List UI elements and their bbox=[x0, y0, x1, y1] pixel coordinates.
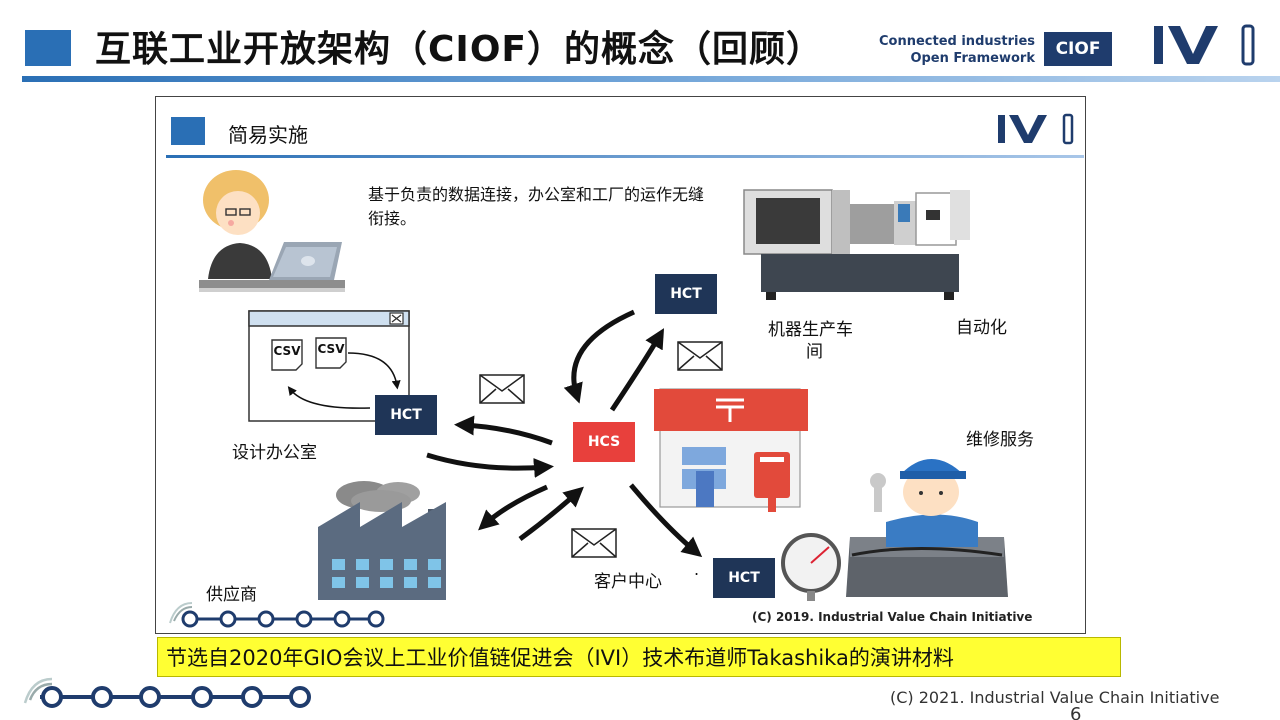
design-office-window bbox=[248, 310, 410, 422]
maintenance-worker-illustration bbox=[846, 459, 1008, 597]
envelope-icon bbox=[677, 341, 723, 371]
label-factory-line-2: 间 bbox=[806, 342, 823, 362]
footer-copyright: (C) 2021. Industrial Value Chain Initiat… bbox=[890, 688, 1220, 707]
label-design-office: 设计办公室 bbox=[232, 443, 317, 463]
ciof-line-2: Open Framework bbox=[910, 51, 1035, 66]
post-office-illustration bbox=[654, 388, 808, 512]
title-marker bbox=[25, 30, 71, 66]
header-divider bbox=[22, 76, 1280, 82]
page-title: 互联工业开放架构（CIOF）的概念（回顾） bbox=[95, 29, 824, 70]
office-worker-illustration bbox=[199, 170, 345, 292]
hcs-node-hub: HCS bbox=[573, 422, 635, 462]
data-flow-arrows bbox=[426, 309, 703, 558]
csv-file-2: CSV bbox=[318, 342, 346, 356]
chain-logo-icon bbox=[23, 677, 311, 708]
label-supplier: 供应商 bbox=[206, 585, 257, 605]
supplier-factory-illustration bbox=[318, 481, 446, 600]
slide-divider bbox=[166, 155, 1084, 158]
ciof-badge: CIOF bbox=[1044, 32, 1112, 66]
hct-node-customer-center: HCT bbox=[713, 558, 775, 598]
slide-copyright: (C) 2019. Industrial Value Chain Initiat… bbox=[752, 610, 1033, 624]
envelope-icon bbox=[571, 528, 617, 558]
slide-title: 简易实施 bbox=[228, 123, 308, 147]
source-caption: 节选自2020年GIO会议上工业价值链促进会（IVI）技术布道师Takashik… bbox=[157, 637, 1121, 677]
csv-file-1: CSV bbox=[274, 344, 302, 358]
production-machine-illustration bbox=[743, 189, 970, 300]
label-customer-center: 客户中心 bbox=[594, 572, 662, 592]
ciof-diagram: CSV CSV bbox=[199, 170, 1008, 601]
label-maintenance: 维修服务 bbox=[966, 430, 1034, 450]
label-automation: 自动化 bbox=[956, 318, 1007, 338]
slide-chain-logo-icon bbox=[169, 602, 385, 628]
envelope-icon bbox=[479, 374, 525, 404]
ciof-wordmark: Connected industries Open Framework bbox=[879, 33, 1035, 67]
page-number: 6 bbox=[1070, 704, 1082, 720]
slide-description: 基于负责的数据连接，办公室和工厂的运作无缝衔接。 bbox=[368, 185, 705, 228]
slide-ivi-logo-icon bbox=[998, 113, 1074, 145]
label-factory-line-1: 机器生产车 bbox=[768, 320, 853, 340]
pressure-gauge-illustration bbox=[781, 533, 841, 601]
ivi-logo-icon bbox=[1154, 24, 1255, 66]
slide-title-marker bbox=[171, 117, 205, 145]
hct-node-design-office: HCT bbox=[375, 395, 437, 435]
embedded-slide: 简易实施 基于负责的数据连接，办公室和工厂的运作无缝衔接。 bbox=[155, 96, 1086, 634]
hct-node-factory: HCT bbox=[655, 274, 717, 314]
ciof-line-1: Connected industries bbox=[878, 34, 1035, 49]
bullet-dot: . bbox=[694, 560, 699, 579]
